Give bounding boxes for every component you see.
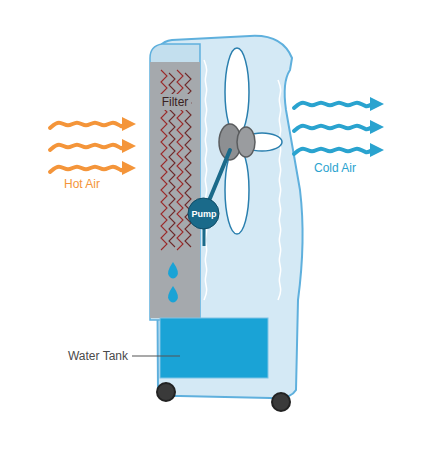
air-wave xyxy=(50,167,124,172)
wheel xyxy=(272,393,290,411)
water-drop xyxy=(168,286,178,303)
fan xyxy=(219,48,282,234)
arrow-head xyxy=(122,117,136,131)
arrow-head xyxy=(370,143,384,157)
arrow-head xyxy=(122,139,136,153)
arrow-head xyxy=(122,161,136,175)
wheel xyxy=(157,383,175,401)
housing-highlight xyxy=(278,80,281,300)
node-text: Pump xyxy=(191,209,216,219)
water-drop xyxy=(168,262,178,279)
air-wave xyxy=(50,145,124,150)
filter-panel xyxy=(150,62,200,318)
cold-air-label: Cold Air xyxy=(314,161,356,175)
air-wave xyxy=(50,123,124,128)
hot-air-arrows xyxy=(50,117,136,175)
housing-highlight xyxy=(204,60,207,300)
node-text: Filter xyxy=(159,94,192,110)
water-tank-label: Water Tank xyxy=(68,349,128,363)
pump-circle: Pump xyxy=(187,197,220,230)
arrow-head xyxy=(370,97,384,111)
cold-air-arrows xyxy=(294,97,384,157)
hot-air-label: Hot Air xyxy=(64,177,100,191)
cooler-rear-panel xyxy=(150,44,200,320)
air-wave xyxy=(294,103,372,108)
filter-box: Filter xyxy=(150,94,200,110)
pump-circle-shape xyxy=(188,198,219,229)
leader-line xyxy=(132,355,180,356)
water-tank xyxy=(160,318,268,378)
air-wave xyxy=(294,149,372,154)
air-wave xyxy=(294,126,372,131)
arrow-head xyxy=(370,120,384,134)
